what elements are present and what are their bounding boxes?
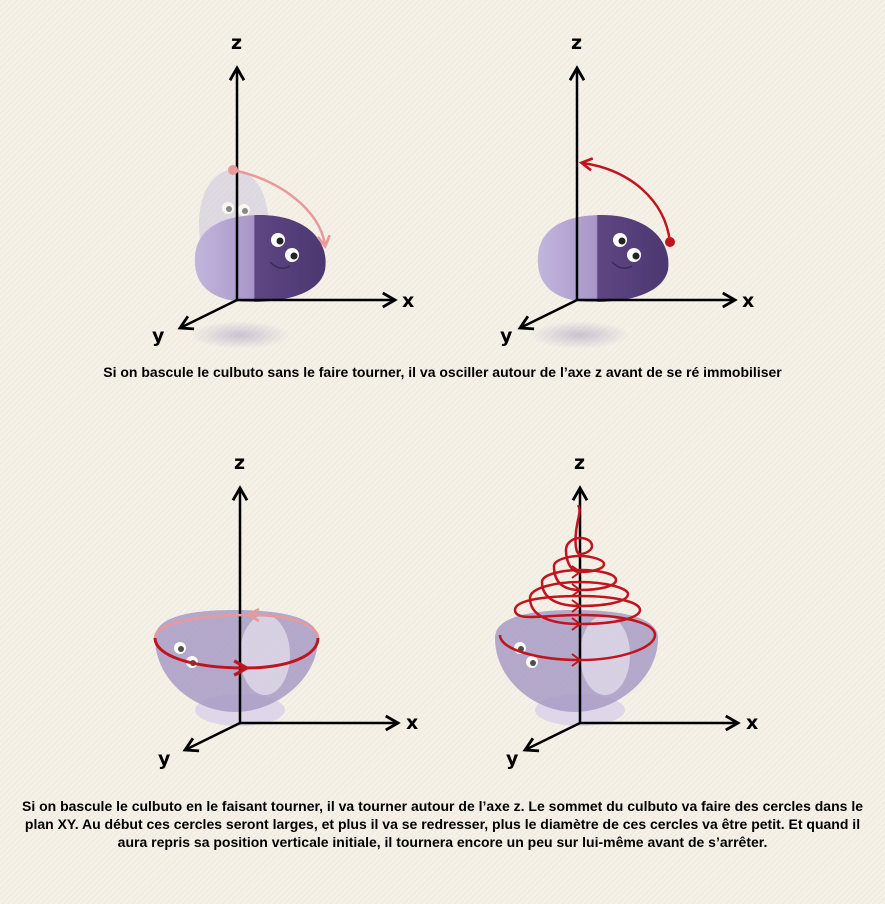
culbuto-tilted — [194, 215, 326, 302]
y-axis-label: y — [152, 325, 165, 347]
y-axis-label: y — [506, 748, 519, 770]
x-axis-label: x — [742, 290, 755, 312]
return-start-dot — [665, 237, 675, 247]
diagram-spin-spiral — [495, 485, 741, 753]
tilt-start-dot — [228, 165, 238, 175]
x-axis-label: x — [402, 290, 415, 312]
diagram-tilt-no-spin-return — [517, 65, 738, 349]
circle-arc-back — [153, 613, 251, 639]
diagram-tilt-no-spin-start — [177, 65, 398, 349]
diagram-spin-start — [153, 485, 401, 753]
y-axis — [517, 298, 578, 331]
circle-arc-front — [244, 637, 320, 670]
z-axis-label: z — [574, 452, 586, 474]
y-axis-label: y — [158, 748, 171, 770]
return-arrow — [578, 157, 672, 243]
caption-bottom: Si on bascule le culbuto en le faisant t… — [21, 798, 863, 850]
caption-top: Si on bascule le culbuto sans le faire t… — [103, 364, 782, 380]
circle-arrow-back — [245, 607, 320, 639]
z-axis-label: z — [234, 452, 246, 474]
spiral-path — [498, 504, 657, 662]
tilt-arrow — [232, 168, 331, 250]
circle-arrow-front — [153, 637, 251, 677]
panel-top-left: z x y — [140, 30, 440, 350]
panel-bottom-left: z x y — [140, 450, 440, 780]
spiral-arrowheads — [571, 565, 582, 667]
y-axis — [522, 721, 581, 753]
z-axis-label: z — [231, 32, 243, 54]
culbuto-shadow — [530, 321, 630, 349]
y-axis-label: y — [500, 325, 513, 347]
x-axis-label: x — [746, 712, 759, 734]
y-axis — [182, 721, 241, 753]
panel-bottom-right: z x y — [480, 450, 780, 780]
panel-top-right: z x y — [480, 30, 780, 350]
culbuto-shadow — [190, 321, 290, 349]
y-axis — [177, 298, 238, 331]
culbuto-tilted — [537, 215, 669, 302]
z-axis-label: z — [571, 32, 583, 54]
x-axis-label: x — [406, 712, 419, 734]
